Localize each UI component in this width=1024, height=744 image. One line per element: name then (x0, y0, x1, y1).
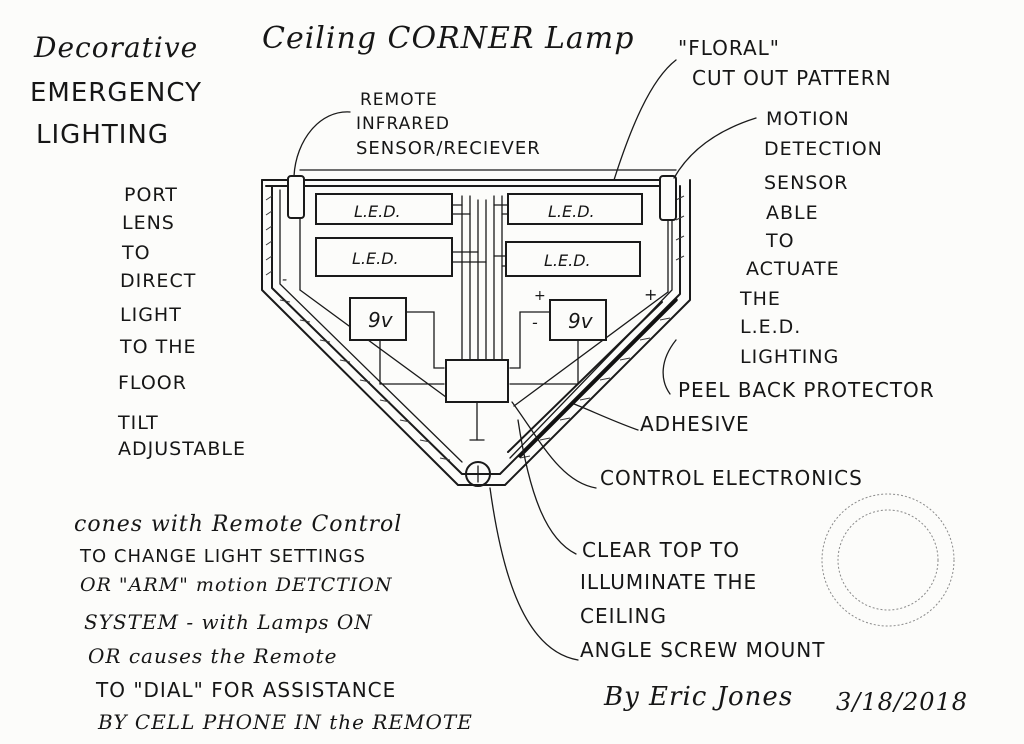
remote-sensor-line1: REMOTE (360, 90, 438, 110)
leader-motion (673, 117, 757, 179)
remote-note-line6: TO "DIAL" FOR ASSISTANCE (96, 678, 397, 702)
battery-left: 9v (349, 297, 445, 385)
led-label: L.E.D. (548, 202, 595, 221)
port-lens-line8: TILT (118, 412, 159, 434)
motion-line7: THE (740, 288, 781, 310)
floral-label-line2: CUT OUT PATTERN (692, 66, 892, 90)
battery-label: 9v (568, 309, 594, 333)
screw-mount-label: ANGLE SCREW MOUNT (580, 638, 826, 662)
leader-control (511, 401, 597, 489)
adhesive-strip (507, 301, 663, 453)
leader-clear-top (517, 419, 577, 555)
clear-top-line1: CLEAR TOP TO (582, 538, 741, 562)
date: 3/18/2018 (836, 688, 969, 716)
remote-note-line1: cones with Remote Control (74, 512, 403, 537)
led-box-top-left: L.E.D. (315, 193, 453, 225)
motion-line9: LIGHTING (740, 346, 840, 368)
led-box-bottom-right: L.E.D. (505, 241, 641, 277)
led-label: L.E.D. (352, 249, 399, 268)
led-box-bottom-left: L.E.D. (315, 237, 453, 277)
minus-sign: - (282, 272, 287, 288)
leader-floral (613, 59, 677, 181)
signature: By Eric Jones (604, 682, 794, 712)
leader-remote-sensor (293, 111, 351, 177)
control-electronics-box (445, 359, 509, 403)
port-lens-line9: ADJUSTABLE (118, 438, 246, 460)
motion-line5: TO (766, 230, 795, 252)
port-lens-line7: FLOOR (118, 372, 187, 394)
leader-peel (662, 339, 677, 395)
clear-top-line3: CEILING (580, 604, 667, 628)
peel-back-label: PEEL BACK PROTECTOR (678, 378, 935, 402)
remote-sensor-housing (287, 175, 305, 219)
title-lighting: LIGHTING (36, 120, 169, 150)
plus-sign: + (644, 285, 657, 304)
remote-note-line7: BY CELL PHONE IN the REMOTE (98, 710, 473, 734)
remote-sensor-line3: SENSOR/RECIEVER (356, 138, 541, 159)
battery-right: 9v + - (509, 288, 607, 385)
motion-line8: L.E.D. (740, 316, 802, 338)
motion-line2: DETECTION (764, 138, 883, 160)
control-electronics-label: CONTROL ELECTRONICS (600, 466, 863, 490)
remote-note-line4: SYSTEM - with Lamps ON (84, 610, 373, 634)
main-title: Ceiling CORNER Lamp (262, 21, 635, 56)
center-wiring (299, 195, 669, 407)
port-lens-line3: TO (122, 242, 151, 264)
peel-back-protector-strip (518, 298, 678, 458)
motion-line6: ACTUATE (746, 258, 840, 280)
remote-note-line3: OR "ARM" motion DETCTION (80, 574, 393, 596)
leader-adhesive (573, 403, 639, 431)
remote-note-line2: TO CHANGE LIGHT SETTINGS (80, 546, 366, 567)
motion-line4: ABLE (766, 202, 819, 224)
clear-top-line2: ILLUMINATE THE (580, 570, 758, 594)
notary-seal (821, 493, 955, 627)
plus-sign: + (534, 288, 546, 304)
motion-line3: SENSOR (764, 172, 849, 194)
title-decorative: Decorative (34, 31, 199, 64)
led-label: L.E.D. (544, 251, 591, 270)
motion-line1: MOTION (766, 108, 850, 130)
leader-screw (489, 487, 579, 661)
screw-mount (465, 461, 491, 487)
remote-note-line5: OR causes the Remote (88, 644, 338, 668)
title-emergency: EMERGENCY (30, 78, 202, 108)
minus-sign: - (532, 313, 538, 332)
lamp-body-outline (261, 179, 691, 486)
port-lens-line4: DIRECT (120, 270, 197, 292)
port-lens-line2: LENS (122, 212, 175, 234)
lamp-top-edge (261, 169, 677, 187)
port-lens-line1: PORT (124, 184, 178, 206)
battery-label: 9v (368, 308, 394, 332)
adhesive-label: ADHESIVE (640, 412, 750, 436)
port-lens-line6: TO THE (120, 336, 197, 358)
led-box-top-right: L.E.D. (507, 193, 643, 225)
remote-sensor-line2: INFRARED (356, 114, 450, 134)
motion-sensor-housing (659, 175, 677, 221)
led-label: L.E.D. (354, 202, 401, 221)
lamp-edge-hatching (265, 195, 685, 461)
floral-label-line1: "FLORAL" (678, 36, 780, 60)
port-lens-line5: LIGHT (120, 304, 182, 326)
